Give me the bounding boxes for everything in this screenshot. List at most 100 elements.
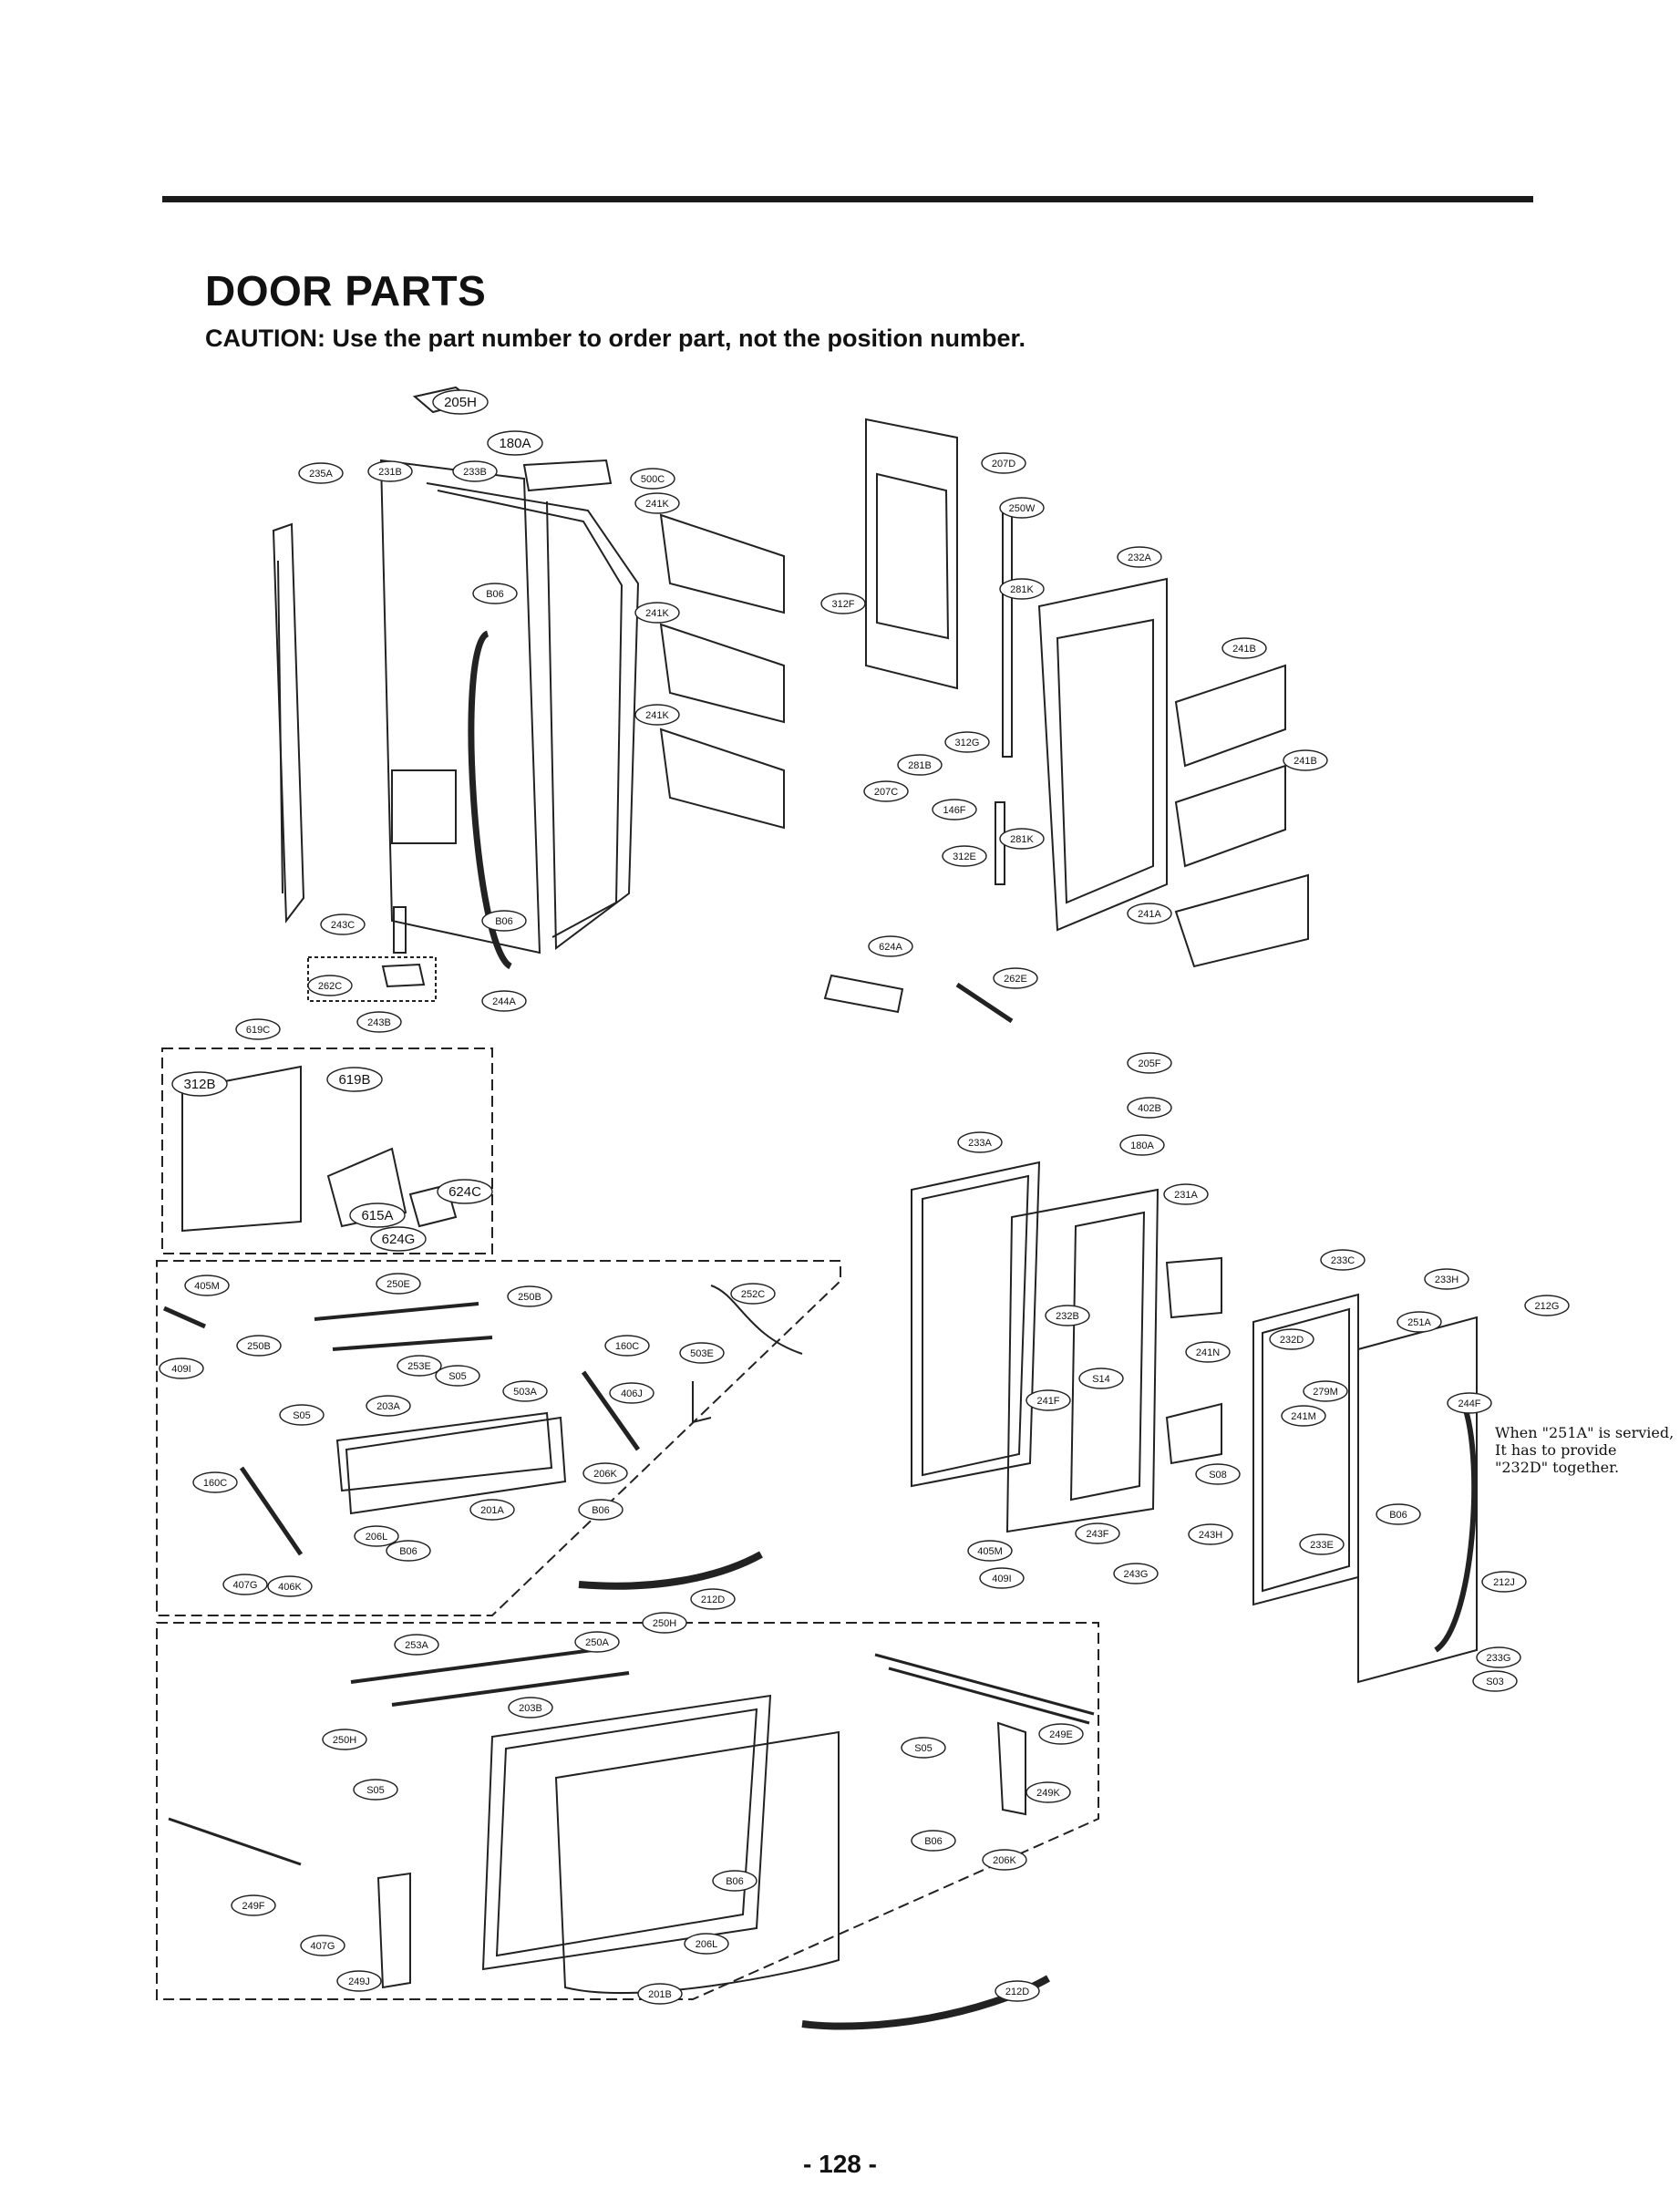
strip-250W — [1002, 510, 1013, 758]
callout-212d: 212D — [995, 1980, 1040, 2002]
left-door-handle — [468, 630, 513, 970]
slide-406J — [581, 1370, 641, 1451]
callout-label: 180A — [499, 436, 531, 451]
callout-label: B06 — [924, 1836, 943, 1847]
rail-253E — [332, 1336, 493, 1351]
callout-label: 232B — [1056, 1311, 1079, 1322]
door-gasket-detail — [277, 560, 283, 894]
callout-label: B06 — [486, 589, 504, 600]
callout-bubble — [356, 1011, 402, 1033]
callout-b06: B06 — [578, 1499, 624, 1521]
callout-bubble — [995, 1980, 1040, 2002]
callout-243c: 243C — [320, 913, 366, 935]
callout-bubble — [279, 1404, 325, 1426]
callout-206l: 206L — [354, 1525, 399, 1547]
callout-bubble — [578, 1499, 624, 1521]
callout-409i: 409I — [159, 1357, 204, 1379]
door-top-cap — [522, 459, 613, 492]
callout-label: 201A — [480, 1505, 504, 1516]
callout-232a: 232A — [1117, 546, 1162, 568]
bin-241B-upper — [1174, 664, 1286, 768]
callout-bubble — [944, 731, 990, 753]
callout-label: 250H — [333, 1735, 356, 1746]
callout-label: 250E — [387, 1279, 410, 1290]
callout-bubble — [1221, 637, 1267, 659]
callout-624a: 624A — [868, 935, 913, 957]
rail-249E — [874, 1653, 1095, 1716]
callout-b06: B06 — [481, 910, 527, 932]
callout-bubble — [336, 1970, 382, 1992]
callout-bubble — [326, 1067, 383, 1092]
callout-bubble — [1195, 1463, 1241, 1485]
callout-205h: 205H — [432, 389, 489, 415]
callout-label: 205F — [1138, 1058, 1160, 1069]
callout-label: 619C — [246, 1025, 270, 1036]
callout-312b: 312B — [171, 1071, 228, 1097]
callout-bubble — [307, 975, 353, 996]
callout-bubble — [1447, 1392, 1492, 1414]
callout-s05: S05 — [901, 1737, 946, 1759]
callout-bubble — [386, 1540, 431, 1562]
callout-bubble — [1119, 1134, 1165, 1156]
callout-243f: 243F — [1075, 1522, 1120, 1544]
callout-label: 281B — [908, 760, 932, 771]
callout-bubble — [604, 1335, 650, 1357]
callout-bubble — [999, 828, 1045, 850]
callout-label: 312B — [183, 1077, 215, 1092]
callout-bubble — [184, 1275, 230, 1296]
callout-label: 241F — [1036, 1396, 1059, 1407]
callout-label: 407G — [311, 1941, 335, 1952]
callout-label: B06 — [495, 916, 513, 927]
callout-bubble — [487, 430, 543, 456]
callout-250b: 250B — [236, 1335, 282, 1357]
callout-label: 206L — [696, 1939, 717, 1950]
bin-241B-lower — [1174, 764, 1286, 868]
callout-label: 241K — [645, 499, 669, 510]
door-liner-inner — [1069, 1211, 1146, 1502]
callout-label: 624C — [448, 1184, 481, 1200]
callout-233c: 233C — [1320, 1249, 1366, 1271]
callout-bubble — [993, 967, 1038, 989]
callout-label: 235A — [309, 469, 333, 480]
callout-label: 405M — [977, 1546, 1003, 1557]
frame-203B — [481, 1694, 772, 1971]
callout-label: 207D — [992, 459, 1015, 470]
callout-bubble — [1481, 1571, 1527, 1593]
callout-bubble — [981, 452, 1026, 474]
callout-146f: 146F — [932, 799, 977, 820]
callout-bubble — [394, 1634, 439, 1656]
callout-bubble — [932, 799, 977, 820]
callout-bubble — [1185, 1341, 1231, 1363]
callout-241m: 241M — [1281, 1405, 1326, 1427]
callout-500c: 500C — [630, 468, 675, 490]
callout-label: 243G — [1124, 1569, 1149, 1580]
service-note-line-1: When "251A" is servied, — [1495, 1424, 1675, 1441]
callout-bubble — [236, 1335, 282, 1357]
callout-241k: 241K — [634, 602, 680, 624]
callout-407g: 407G — [300, 1935, 345, 1956]
callout-253e: 253E — [397, 1355, 442, 1377]
callout-label: 160C — [203, 1478, 227, 1489]
callout-label: 243C — [331, 920, 355, 931]
callout-label: 207C — [874, 787, 898, 798]
callout-bubble — [192, 1471, 238, 1493]
door-hinge-part — [381, 963, 426, 988]
arm-503E — [692, 1381, 712, 1424]
callout-bubble — [1117, 546, 1162, 568]
bin-241A — [1174, 873, 1309, 968]
callout-bubble — [1472, 1670, 1518, 1692]
bin-241N-lower — [1165, 1402, 1222, 1465]
callout-bubble — [452, 460, 498, 482]
filter-624A — [823, 974, 904, 1014]
callout-407g: 407G — [222, 1574, 268, 1595]
callout-label: 160C — [615, 1341, 639, 1352]
callout-bubble — [999, 578, 1045, 600]
rail-249F — [168, 1817, 302, 1866]
bin-middle — [659, 623, 785, 724]
callout-bubble — [1127, 1097, 1172, 1119]
callout-label: 250H — [653, 1618, 676, 1629]
callout-624c: 624C — [437, 1179, 493, 1204]
callout-281k: 281K — [999, 578, 1045, 600]
callout-b06: B06 — [712, 1870, 758, 1892]
